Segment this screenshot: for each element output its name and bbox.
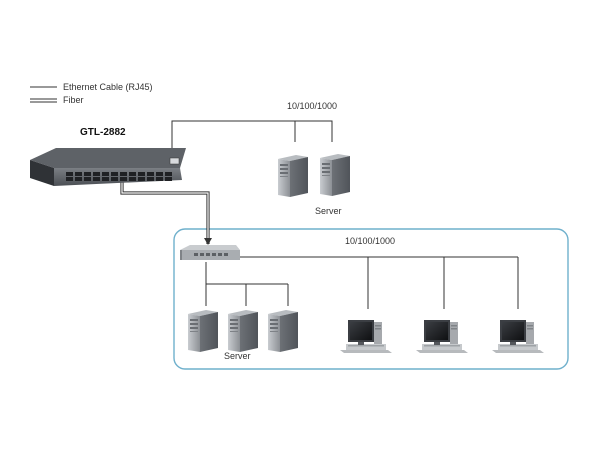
lan-switch[interactable] (180, 245, 240, 260)
server-lan-1[interactable] (188, 310, 218, 352)
lan-server-label: Server (224, 351, 251, 361)
fiber-arrow-head (204, 238, 212, 245)
main-switch[interactable] (30, 148, 186, 186)
server-top-1[interactable] (278, 155, 308, 197)
legend-fiber-label: Fiber (63, 95, 84, 105)
server-top-2[interactable] (320, 154, 350, 196)
ethernet-cables (171, 120, 519, 309)
fiber-cable-inner (121, 180, 209, 244)
server-lan-3[interactable] (268, 310, 298, 352)
workstation-2[interactable] (416, 320, 468, 353)
main-switch-label: GTL-2882 (80, 127, 126, 138)
top-server-label: Server (315, 206, 342, 216)
legend-ethernet-label: Ethernet Cable (RJ45) (63, 82, 153, 92)
lan-group-frame (173, 228, 569, 370)
lan-speed-label: 10/100/1000 (345, 236, 396, 246)
uplink-cable (171, 120, 333, 161)
fiber-cable-outer (120, 180, 210, 244)
server-lan-2[interactable] (228, 310, 258, 352)
workstation-3[interactable] (492, 320, 544, 353)
workstation-1[interactable] (340, 320, 392, 353)
top-speed-label: 10/100/1000 (287, 101, 338, 111)
